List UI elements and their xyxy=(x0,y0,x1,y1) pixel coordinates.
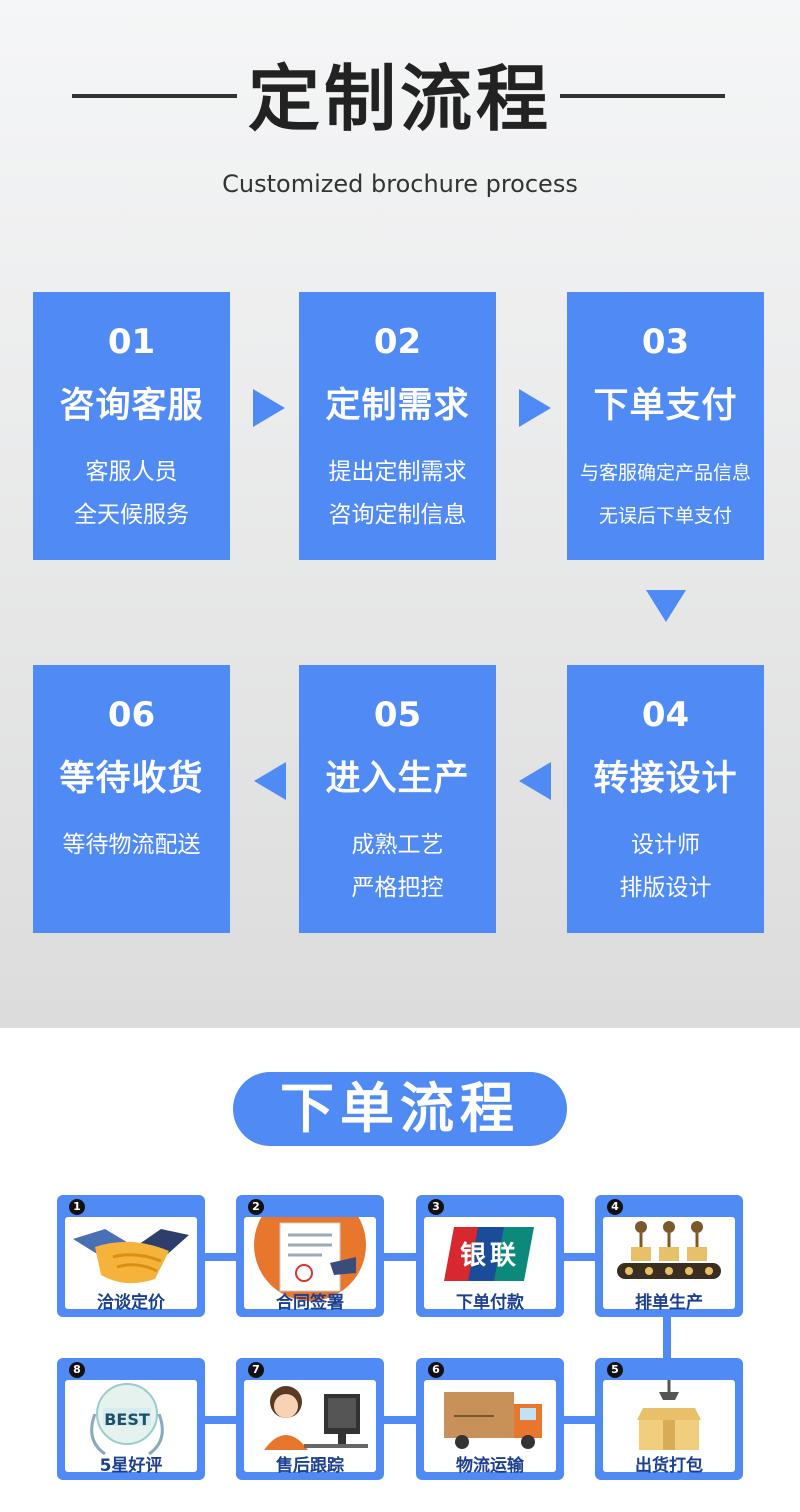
step-name: 咨询客服 xyxy=(59,386,204,426)
step-desc: 等待物流配送 xyxy=(62,832,201,858)
order-card-packing: 5 出货打包 xyxy=(595,1358,743,1480)
step-name: 进入生产 xyxy=(325,759,470,799)
step-number: 01 xyxy=(107,322,156,362)
card-image xyxy=(424,1380,556,1472)
arrow-down-icon xyxy=(646,590,686,622)
page-subtitle: Customized brochure process xyxy=(222,170,578,198)
step-04: 04 转接设计 设计师 排版设计 xyxy=(567,665,764,933)
card-label: 物流运输 xyxy=(456,1456,524,1476)
arrow-right-icon xyxy=(519,389,551,427)
step-badge: 7 xyxy=(248,1362,264,1378)
card-label: 出货打包 xyxy=(635,1456,703,1476)
step-badge: 4 xyxy=(607,1199,623,1215)
card-image xyxy=(244,1380,376,1472)
order-card-review: 8 BEST 5星好评 xyxy=(57,1358,205,1480)
order-card-payment: 3 银联 下单付款 xyxy=(416,1195,564,1317)
page-title: 定制流程 xyxy=(247,57,552,141)
connector xyxy=(380,1253,420,1261)
connector xyxy=(663,1312,671,1362)
step-name: 等待收货 xyxy=(59,759,204,799)
card-label: 合同签署 xyxy=(276,1293,344,1313)
step-badge: 2 xyxy=(248,1199,264,1215)
card-label: 排单生产 xyxy=(635,1293,703,1313)
process-section: 定制流程 Customized brochure process 01 咨询客服… xyxy=(0,0,800,1028)
arrow-right-icon xyxy=(253,389,285,427)
support-agent-icon xyxy=(264,1386,368,1450)
step-number: 05 xyxy=(373,695,422,735)
card-label: 售后跟踪 xyxy=(276,1456,344,1476)
step-desc: 客服人员 xyxy=(85,459,178,485)
title-rule-left xyxy=(72,94,237,98)
step-06: 06 等待收货 等待物流配送 xyxy=(33,665,230,933)
connector xyxy=(200,1253,240,1261)
arrow-left-icon xyxy=(254,762,286,800)
contract-icon xyxy=(254,1217,366,1301)
step-number: 06 xyxy=(107,695,156,735)
step-badge: 6 xyxy=(428,1362,444,1378)
step-number: 03 xyxy=(641,322,690,362)
order-flow-title: 下单流程 xyxy=(233,1072,567,1146)
step-number: 02 xyxy=(373,322,422,362)
connector xyxy=(380,1416,420,1424)
connector xyxy=(200,1416,240,1424)
step-desc: 咨询定制信息 xyxy=(328,502,467,528)
step-badge: 8 xyxy=(69,1362,85,1378)
step-number: 04 xyxy=(641,695,690,735)
step-desc: 无误后下单支付 xyxy=(598,505,732,527)
step-02: 02 定制需求 提出定制需求 咨询定制信息 xyxy=(299,292,496,560)
step-badge: 3 xyxy=(428,1199,444,1215)
step-desc: 设计师 xyxy=(631,832,700,858)
card-image: 银联 xyxy=(424,1217,556,1309)
card-image: BEST xyxy=(65,1380,197,1472)
title-rule-right xyxy=(560,94,725,98)
package-icon xyxy=(637,1380,701,1450)
handshake-icon xyxy=(73,1229,189,1284)
truck-icon xyxy=(444,1392,542,1449)
card-label: 洽谈定价 xyxy=(97,1293,165,1313)
step-desc: 排版设计 xyxy=(619,875,712,901)
step-badge: 5 xyxy=(607,1362,623,1378)
step-desc: 全天候服务 xyxy=(74,502,189,528)
order-card-logistics: 6 物流运输 xyxy=(416,1358,564,1480)
step-desc: 与客服确定产品信息 xyxy=(579,462,751,484)
card-label: 下单付款 xyxy=(456,1293,524,1313)
step-desc: 成熟工艺 xyxy=(351,832,444,858)
step-01: 01 咨询客服 客服人员 全天候服务 xyxy=(33,292,230,560)
best-badge-icon xyxy=(90,1383,164,1456)
step-desc: 严格把控 xyxy=(351,875,444,901)
order-card-negotiate: 1 洽谈定价 xyxy=(57,1195,205,1317)
card-image xyxy=(244,1217,376,1309)
unionpay-icon xyxy=(444,1227,534,1281)
step-badge: 1 xyxy=(69,1199,85,1215)
card-image xyxy=(603,1217,735,1309)
card-label: 5星好评 xyxy=(99,1456,163,1476)
order-card-aftersales: 7 售后跟踪 xyxy=(236,1358,384,1480)
arrow-left-icon xyxy=(519,762,551,800)
step-desc: 提出定制需求 xyxy=(328,459,467,485)
order-card-contract: 2 合同签署 xyxy=(236,1195,384,1317)
step-name: 定制需求 xyxy=(325,386,470,426)
step-name: 下单支付 xyxy=(593,386,738,426)
card-image xyxy=(603,1380,735,1472)
step-03: 03 下单支付 与客服确定产品信息 无误后下单支付 xyxy=(567,292,764,560)
connector xyxy=(560,1253,600,1261)
card-image xyxy=(65,1217,197,1309)
step-name: 转接设计 xyxy=(593,759,738,799)
best-logo-text: BEST xyxy=(104,1410,150,1429)
order-card-production: 4 排单生产 xyxy=(595,1195,743,1317)
production-line-icon xyxy=(617,1221,721,1279)
connector xyxy=(560,1416,600,1424)
step-05: 05 进入生产 成熟工艺 严格把控 xyxy=(299,665,496,933)
unionpay-logo-text: 银联 xyxy=(459,1241,520,1271)
